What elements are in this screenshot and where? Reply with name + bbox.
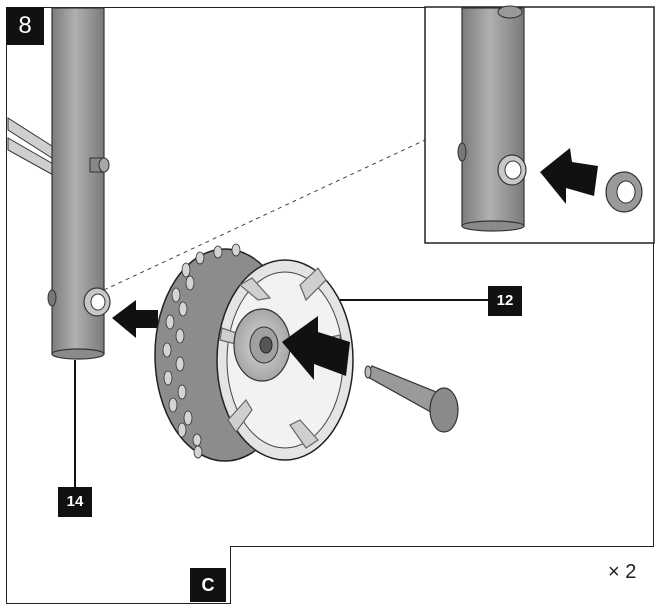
step-number: 8 xyxy=(6,7,44,45)
parts-box xyxy=(230,546,654,604)
callout-leg-14: 14 xyxy=(58,487,92,517)
frame-crossbar xyxy=(7,117,56,177)
parts-quantity: × 2 xyxy=(608,561,637,583)
arrow-icon xyxy=(282,316,350,380)
kit-label: C xyxy=(190,568,226,602)
axle-hole-washer xyxy=(83,287,111,317)
bolt-icon xyxy=(89,157,110,173)
leg-tube xyxy=(47,7,111,360)
arrow-icon xyxy=(540,148,598,204)
callout-wheel-12: 12 xyxy=(488,286,522,316)
detail-inset xyxy=(424,5,655,244)
dashed-guide-line xyxy=(103,139,426,291)
arrow-icon xyxy=(112,300,158,338)
washer-icon xyxy=(605,171,643,213)
axle-bolt-icon xyxy=(364,365,459,433)
wheel-icon xyxy=(154,243,354,462)
